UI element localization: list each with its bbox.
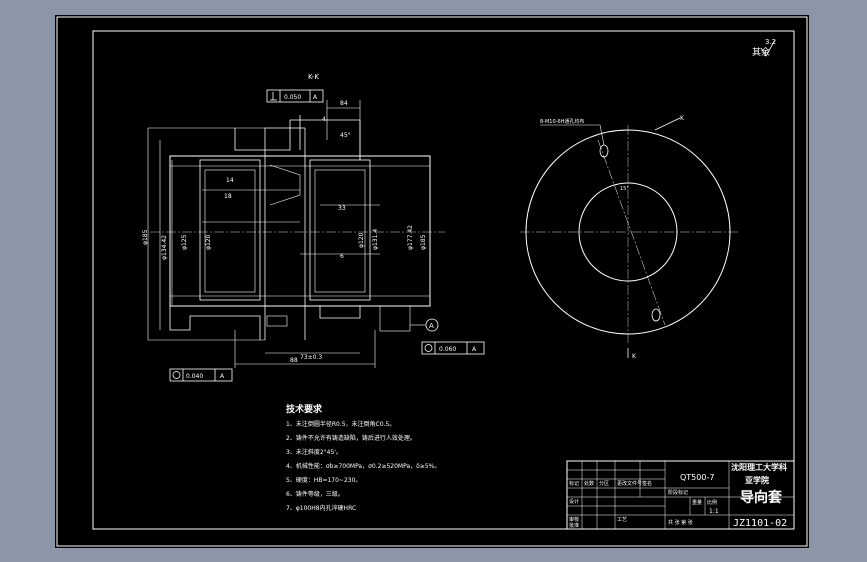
tolerance-bl-datum: A — [220, 373, 225, 380]
tolerance-frame-top — [266, 89, 324, 103]
tb-checker: 审核 — [569, 516, 579, 523]
dim-45deg: 45° — [340, 132, 351, 139]
tech-requirements: 技术要求 1、未注倒圆半径R0.5，未注倒角C0.5。 2、铸件不允许有铸造缺陷… — [286, 403, 440, 512]
tb-row-label: 处数 — [584, 480, 594, 487]
inner-frame — [92, 30, 795, 530]
tb-row-label: 签名 — [642, 480, 652, 487]
tech-item: 7、φ100H8内孔淬硬HRC — [286, 504, 356, 512]
dia-left-2: φ134.42 — [161, 235, 168, 260]
roughness-symbol — [760, 39, 776, 57]
tech-item: 5、硬度：HB=170~230。 — [286, 476, 361, 484]
school-name-2: 亚学院 — [745, 475, 769, 485]
tech-item: 6、铸件等级，三级。 — [286, 490, 344, 498]
hole-note: 8-M10-6H通孔均布 — [540, 118, 584, 125]
dim-14: 14 — [226, 177, 234, 184]
tb-weight: 重量 — [692, 499, 702, 506]
dia-right-2: φ131.4 — [372, 229, 379, 250]
end-view: 8-M10-6H通孔均布 15° K K — [520, 115, 740, 360]
dim-33: 33 — [338, 205, 346, 212]
view-marker-k-top: K — [680, 115, 685, 122]
tb-sheet: 共 张 第 张 — [668, 519, 693, 526]
tb-craft: 工艺 — [617, 517, 627, 523]
section-label: K-K — [308, 73, 319, 81]
dia-right-3: φ177.42 — [407, 225, 414, 250]
tolerance-bl-value: 0.040 — [186, 373, 203, 380]
bolt-hole-bottom — [651, 308, 661, 322]
tolerance-frame-bottom-right — [421, 341, 485, 355]
tb-stage: 阶段标记 — [668, 489, 688, 496]
tolerance-br-datum: A — [472, 346, 477, 353]
dia-right-1: φ120 — [358, 232, 365, 248]
dia-right-4: φ185 — [420, 234, 427, 250]
dia-left-3: φ125 — [181, 234, 188, 250]
material: QT500-7 — [680, 473, 714, 482]
title-block: QT500-7 沈阳理工大学科 亚学院 导向套 JZ1101-02 标记 处数 … — [566, 460, 795, 530]
part-name: 导向套 — [740, 489, 782, 506]
tb-designer: 设计 — [569, 498, 579, 505]
tech-item: 2、铸件不允许有铸造缺陷，铸后进行人效处理。 — [286, 434, 416, 442]
tolerance-top-datum: A — [313, 94, 318, 101]
section-view: K-K 0.050 A 84 4 45° — [142, 73, 485, 382]
tolerance-br-value: 0.060 — [439, 346, 456, 353]
surface-finish-value: 3.2 — [765, 38, 776, 46]
tb-approve: 批准 — [569, 522, 579, 529]
angle-note: 15° — [620, 186, 629, 192]
tb-row-label: 更改文件号 — [617, 480, 642, 487]
drawing-number: JZ1101-02 — [733, 518, 787, 529]
outer-frame — [56, 16, 808, 547]
school-name: 沈阳理工大学科 — [731, 462, 787, 472]
tech-item: 4、机械性能：σb≥700MPa，σ0.2≥520MPa，δ≥5%。 — [286, 462, 440, 470]
tech-item: 3、未注斜度2°45'。 — [286, 448, 342, 456]
tech-title: 技术要求 — [286, 403, 323, 415]
datum-a-label: A — [429, 322, 434, 330]
dim-88: 88 — [290, 357, 298, 364]
tb-row-label: 分区 — [599, 480, 609, 487]
tb-row-label: 标记 — [569, 480, 579, 487]
tb-ratio: 1:1 — [709, 508, 719, 515]
dia-left-4: φ120 — [205, 234, 212, 250]
dim-84: 84 — [340, 100, 348, 107]
tech-item: 1、未注倒圆半径R0.5，未注倒角C0.5。 — [286, 420, 395, 428]
dia-left-1: φ185 — [142, 229, 149, 245]
dim-73: 73±0.3 — [300, 354, 322, 361]
dim-18: 18 — [224, 193, 232, 200]
drawing-background — [55, 15, 809, 548]
surface-finish-note: 其余 — [752, 46, 770, 58]
tb-scale: 比例 — [707, 499, 717, 506]
view-marker-k-bottom: K — [632, 353, 637, 360]
tolerance-frame-bottom-left — [169, 368, 233, 382]
dim-6: 6 — [340, 253, 344, 260]
dim-4: 4 — [322, 116, 326, 123]
tolerance-top-value: 0.050 — [284, 94, 301, 101]
